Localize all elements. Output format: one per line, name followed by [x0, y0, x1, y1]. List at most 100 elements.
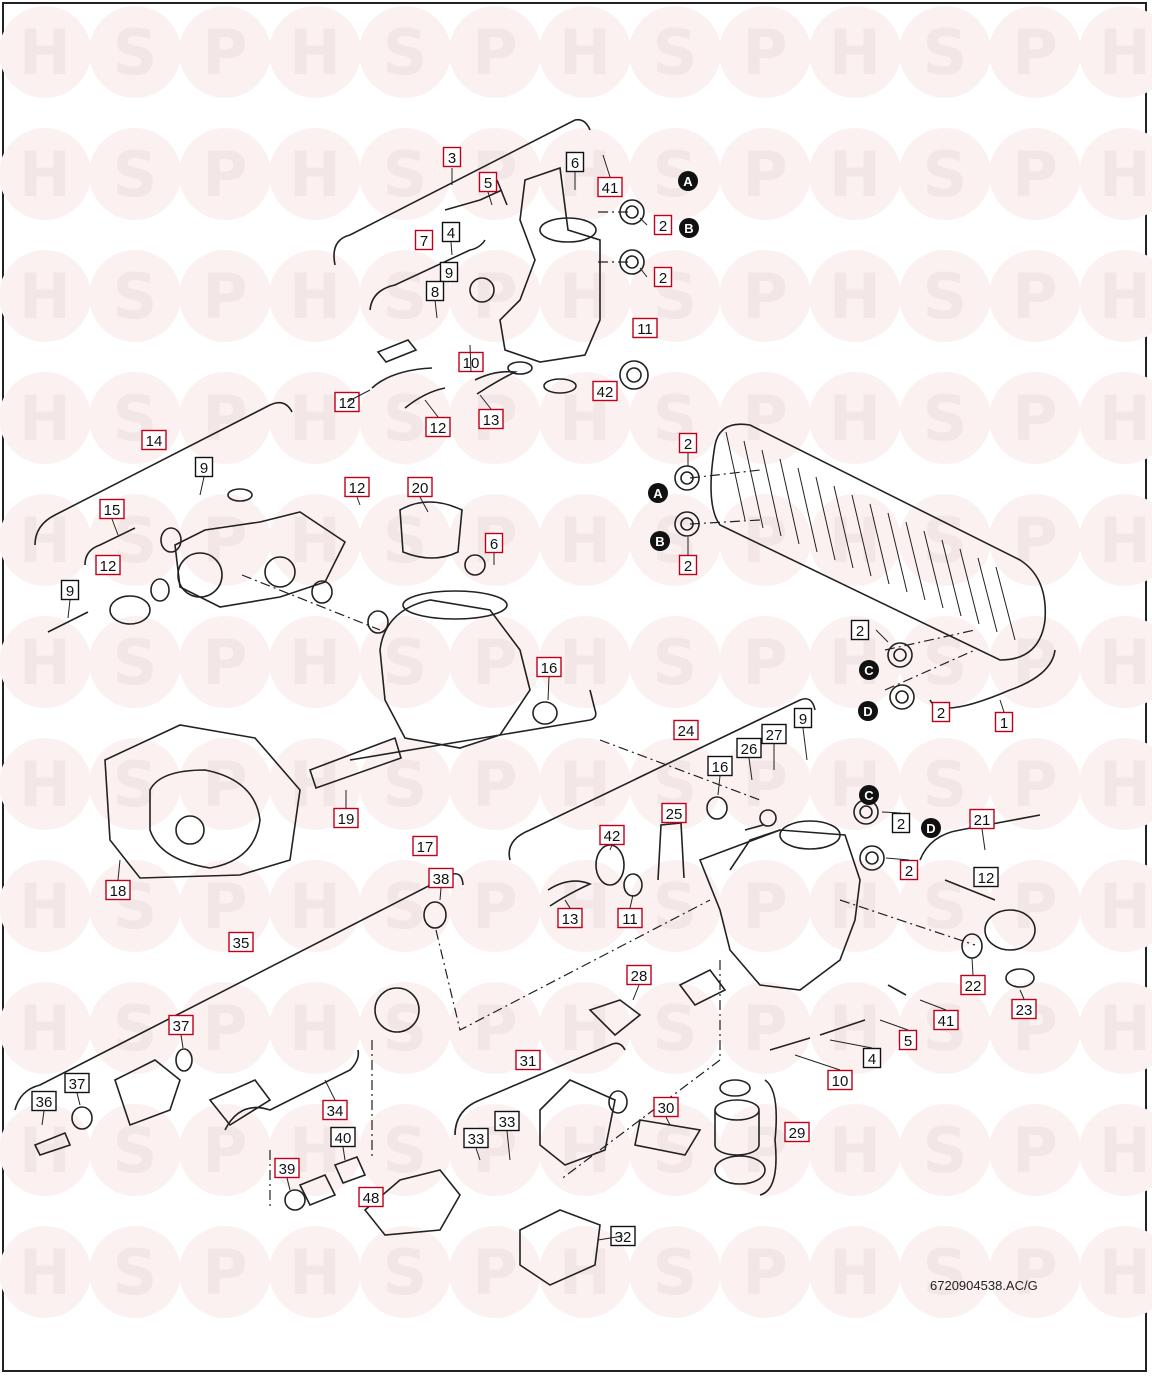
part-label-8[interactable]: 8 [425, 280, 445, 302]
part-label-number: 11 [622, 911, 638, 928]
part-label-25[interactable]: 25 [661, 802, 687, 824]
part-label-9[interactable]: 9 [439, 261, 459, 283]
part-label-9[interactable]: 9 [793, 707, 813, 729]
part-label-27[interactable]: 27 [761, 723, 787, 745]
part-label-41[interactable]: 41 [933, 1009, 959, 1031]
part-label-box [168, 1014, 194, 1036]
watermark-tile: P [719, 494, 811, 586]
part-label-29[interactable]: 29 [784, 1121, 810, 1143]
part-label-34[interactable]: 34 [322, 1099, 348, 1121]
part-label-number: 14 [146, 433, 163, 450]
watermark-tile: P [719, 982, 811, 1074]
part-label-6[interactable]: 6 [565, 151, 585, 173]
part-label-5[interactable]: 5 [478, 171, 498, 193]
part-label-16[interactable]: 16 [707, 755, 733, 777]
part-label-number: 6 [571, 155, 579, 172]
part-label-12[interactable]: 12 [334, 391, 360, 413]
part-label-12[interactable]: 12 [95, 554, 121, 576]
watermark-tile: S [359, 372, 451, 464]
part-label-number: 7 [420, 233, 428, 250]
part-label-12[interactable]: 12 [344, 476, 370, 498]
watermark-tile: P [719, 860, 811, 952]
part-label-17[interactable]: 17 [412, 835, 438, 857]
part-label-2[interactable]: 2 [931, 701, 951, 723]
part-label-37[interactable]: 37 [168, 1014, 194, 1036]
part-label-10[interactable]: 10 [827, 1069, 853, 1091]
part-label-2[interactable]: 2 [899, 859, 919, 881]
part-label-33[interactable]: 33 [463, 1127, 489, 1149]
part-label-2[interactable]: 2 [653, 266, 673, 288]
part-label-42[interactable]: 42 [592, 380, 618, 402]
part-label-19[interactable]: 19 [333, 807, 359, 829]
part-label-35[interactable]: 35 [228, 931, 254, 953]
part-label-4[interactable]: 4 [862, 1047, 882, 1069]
part-label-box [515, 1049, 541, 1071]
watermark-letter: H [1099, 626, 1151, 699]
part-label-15[interactable]: 15 [99, 498, 125, 520]
part-label-28[interactable]: 28 [626, 964, 652, 986]
part-label-20[interactable]: 20 [407, 476, 433, 498]
watermark-tile: P [989, 616, 1081, 708]
watermark-tile: S [629, 494, 721, 586]
part-label-number: 23 [1016, 1002, 1033, 1019]
part-label-12[interactable]: 12 [973, 866, 999, 888]
part-label-4[interactable]: 4 [441, 221, 461, 243]
part-label-11[interactable]: 11 [617, 907, 643, 929]
part-label-21[interactable]: 21 [969, 808, 995, 830]
part-label-6[interactable]: 6 [484, 532, 504, 554]
part-label-18[interactable]: 18 [105, 879, 131, 901]
part-label-2[interactable]: 2 [678, 554, 698, 576]
connection-marker-letter: C [864, 663, 874, 678]
part-label-13[interactable]: 13 [478, 408, 504, 430]
watermark-letter: H [1099, 504, 1151, 577]
watermark-tile: P [989, 494, 1081, 586]
watermark-letter: S [923, 16, 968, 89]
watermark-letter: P [742, 504, 787, 577]
part-label-2[interactable]: 2 [850, 619, 870, 641]
part-label-40[interactable]: 40 [330, 1126, 356, 1148]
part-label-22[interactable]: 22 [960, 974, 986, 996]
part-label-11[interactable]: 11 [632, 317, 658, 339]
part-label-16[interactable]: 16 [536, 656, 562, 678]
part-label-23[interactable]: 23 [1011, 998, 1037, 1020]
watermark-tile: S [89, 6, 181, 98]
watermark-letter: P [202, 504, 247, 577]
connection-marker-c: C [859, 785, 879, 805]
part-label-3[interactable]: 3 [442, 146, 462, 168]
watermark-tile: H [269, 1226, 361, 1318]
part-label-30[interactable]: 30 [653, 1096, 679, 1118]
part-label-12[interactable]: 12 [425, 416, 451, 438]
watermark-letter: S [923, 870, 968, 943]
part-label-box [597, 176, 623, 198]
part-label-42[interactable]: 42 [599, 824, 625, 846]
part-label-14[interactable]: 14 [141, 429, 167, 451]
watermark-tile: H [809, 860, 901, 952]
part-label-33[interactable]: 33 [494, 1110, 520, 1132]
part-label-36[interactable]: 36 [31, 1090, 57, 1112]
part-label-2[interactable]: 2 [678, 432, 698, 454]
leader-lines [41, 154, 1025, 1241]
part-label-24[interactable]: 24 [673, 719, 699, 741]
watermark-letter: H [1099, 260, 1151, 333]
part-label-box [761, 723, 787, 745]
part-label-2[interactable]: 2 [653, 214, 673, 236]
part-label-7[interactable]: 7 [414, 229, 434, 251]
part-label-9[interactable]: 9 [60, 579, 80, 601]
part-label-box [557, 907, 583, 929]
part-label-37[interactable]: 37 [64, 1072, 90, 1094]
heat-exchanger-plates [725, 431, 1016, 641]
part-label-box [194, 456, 214, 478]
part-label-31[interactable]: 31 [515, 1049, 541, 1071]
part-label-box [484, 532, 504, 554]
part-label-9[interactable]: 9 [194, 456, 214, 478]
part-label-48[interactable]: 48 [358, 1186, 384, 1208]
part-label-41[interactable]: 41 [597, 176, 623, 198]
part-label-13[interactable]: 13 [557, 907, 583, 929]
part-label-26[interactable]: 26 [736, 737, 762, 759]
part-label-box [592, 380, 618, 402]
part-label-1[interactable]: 1 [994, 711, 1014, 733]
part-label-39[interactable]: 39 [274, 1157, 300, 1179]
part-label-5[interactable]: 5 [898, 1029, 918, 1051]
part-label-38[interactable]: 38 [428, 867, 454, 889]
part-label-2[interactable]: 2 [891, 812, 911, 834]
